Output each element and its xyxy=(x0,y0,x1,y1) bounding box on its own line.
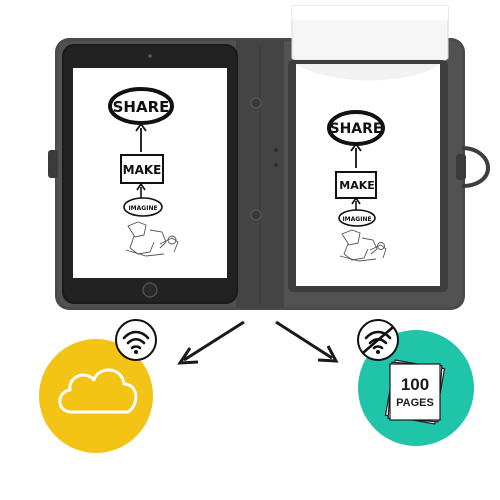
arrow-right xyxy=(275,320,339,363)
pages-label: PAGES xyxy=(396,397,434,409)
tablet-screen xyxy=(73,68,227,278)
tablet-sketch: SHARE MAKE IMAGINE xyxy=(108,87,179,257)
pages-badge: 100 PAGES xyxy=(358,330,474,446)
pen-loop xyxy=(456,146,491,188)
make-text-paper: MAKE xyxy=(339,179,375,192)
wifi-off-icon xyxy=(362,326,394,354)
cloud-badge xyxy=(39,339,153,453)
home-button xyxy=(142,282,158,298)
share-text-paper: SHARE xyxy=(330,121,383,137)
tablet xyxy=(62,44,238,304)
imagine-text: IMAGINE xyxy=(128,205,157,212)
imagine-text-paper: IMAGINE xyxy=(342,216,371,223)
cloud-icon xyxy=(58,368,138,414)
spine-pen-loop xyxy=(250,97,262,109)
folio-clasp xyxy=(48,150,58,178)
paper-page xyxy=(296,64,440,286)
paper-stack-icon xyxy=(384,359,446,425)
paper-sketch: SHARE MAKE IMAGINE xyxy=(327,110,387,262)
notepad xyxy=(288,5,449,292)
wifi-off-badge xyxy=(357,319,399,361)
share-text: SHARE xyxy=(113,98,170,116)
make-text: MAKE xyxy=(123,163,162,177)
arrow-left xyxy=(177,320,245,365)
wifi-badge xyxy=(115,319,157,361)
pages-count: 100 xyxy=(401,375,429,394)
wifi-icon xyxy=(122,330,150,350)
